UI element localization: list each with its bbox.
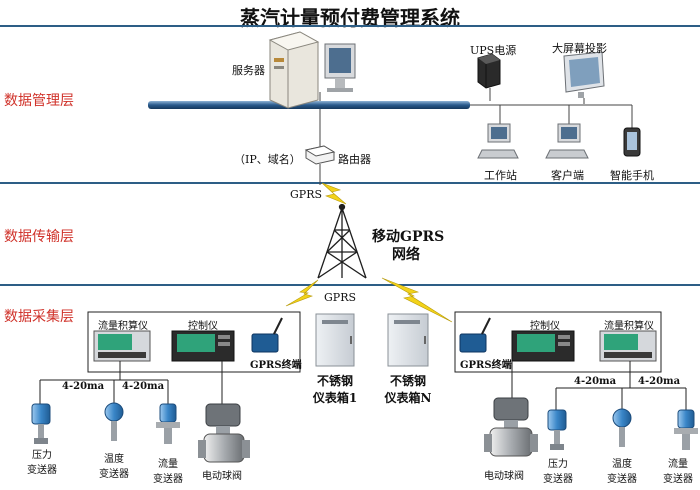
router-address-note: （IP、域名） (234, 153, 301, 166)
right-flow-label-line2: 变送器 (663, 474, 693, 485)
cabinet-n-label: 不锈钢 仪表箱N (375, 372, 441, 406)
network-label-line1: 移动GPRS (372, 229, 445, 245)
left-electric-ball-valve-icon (198, 403, 250, 463)
right-signal-b-label: 4-20ma (638, 376, 681, 387)
right-temperature-label-line1: 温度 (612, 459, 632, 470)
left-temperature-label-line2: 变送器 (99, 469, 129, 480)
right-pressure-label-line1: 压力 (548, 459, 568, 470)
left-gprs-terminal-icon (251, 317, 283, 353)
gprs-top-label: GPRS (290, 188, 323, 201)
right-pressure-transmitter-icon (547, 409, 567, 450)
right-equipment-frame (454, 311, 662, 373)
left-valve-label: 电动球阀 (202, 471, 242, 482)
left-signal-b-label: 4-20ma (122, 381, 165, 392)
workstation-label: 工作站 (484, 169, 517, 182)
lightning-left-icon (285, 279, 319, 307)
left-pressure-label-line2: 变送器 (27, 465, 57, 476)
gprs-bottom-label: GPRS (324, 291, 357, 304)
smartphone-label: 智能手机 (610, 169, 654, 182)
network-label-line2: 网络 (392, 247, 420, 263)
layer-label-data-management: 数据管理层 (4, 93, 74, 109)
right-flow-transmitter-icon (674, 409, 698, 450)
left-flow-transmitter-label: 流量 变送器 (148, 455, 188, 485)
cabinet-1-label: 不锈钢 仪表箱1 (302, 372, 368, 406)
left-pressure-transmitter-label: 压力 变送器 (22, 446, 62, 476)
lightning-top-icon (321, 182, 347, 205)
management-separator (0, 182, 700, 184)
projection-screen-icon (563, 51, 605, 98)
router-label: 路由器 (338, 153, 371, 166)
cabinet-1-label-line2: 仪表箱1 (312, 391, 358, 405)
right-gprs-terminal-icon (459, 317, 491, 353)
left-controller-icon (171, 330, 235, 362)
smartphone-icon (623, 127, 641, 157)
ups-label: UPS电源 (470, 44, 517, 57)
cabinet-n-label-line1: 不锈钢 (389, 374, 426, 388)
workstation-icon (477, 123, 519, 159)
left-controller-label: 控制仪 (188, 321, 218, 332)
cabinet-n-label-line2: 仪表箱N (384, 391, 432, 405)
cabinet-1-label-line1: 不锈钢 (316, 374, 353, 388)
left-gprs-terminal-label: GPRS终端 (250, 360, 302, 371)
lan-bus (148, 101, 470, 109)
left-equipment-frame (87, 311, 301, 373)
gprs-tower-icon (317, 203, 367, 279)
left-flow-calculator-label: 流量积算仪 (98, 321, 148, 332)
transmission-separator (0, 284, 700, 286)
left-flow-calculator-icon (93, 330, 151, 362)
right-flow-label-line1: 流量 (668, 459, 688, 470)
right-temperature-transmitter-label: 温度 变送器 (602, 455, 642, 485)
left-signal-a-label: 4-20ma (62, 381, 105, 392)
layer-label-data-collection: 数据采集层 (4, 309, 74, 325)
left-flow-label-line2: 变送器 (153, 474, 183, 485)
lightning-right-icon (381, 277, 453, 323)
ups-icon (477, 53, 501, 89)
right-flow-transmitter-label: 流量 变送器 (658, 455, 698, 485)
left-temperature-transmitter-label: 温度 变送器 (94, 450, 134, 480)
right-pressure-transmitter-label: 压力 变送器 (538, 455, 578, 485)
client-icon (545, 123, 589, 159)
right-valve-label: 电动球阀 (484, 471, 524, 482)
router-icon (304, 145, 336, 165)
right-electric-ball-valve-icon (484, 397, 538, 457)
left-flow-transmitter-icon (156, 403, 180, 444)
cabinet-n-icon (387, 313, 429, 367)
right-signal-a-label: 4-20ma (574, 376, 617, 387)
right-gprs-terminal-label: GPRS终端 (460, 360, 512, 371)
left-temperature-transmitter-icon (104, 402, 124, 441)
left-pressure-transmitter-icon (31, 403, 51, 444)
cabinet-1-icon (315, 313, 355, 367)
right-controller-label: 控制仪 (530, 321, 560, 332)
right-flow-calculator-label: 流量积算仪 (604, 321, 654, 332)
right-flow-calculator-icon (599, 330, 657, 362)
server-label: 服务器 (232, 64, 265, 77)
right-pressure-label-line2: 变送器 (543, 474, 573, 485)
right-controller-icon (511, 330, 575, 362)
left-temperature-label-line1: 温度 (104, 454, 124, 465)
right-temperature-label-line2: 变送器 (607, 474, 637, 485)
left-pressure-label-line1: 压力 (32, 450, 52, 461)
client-label: 客户端 (551, 169, 584, 182)
server-icon (268, 31, 356, 109)
title-separator (0, 25, 700, 27)
big-screen-label: 大屏幕投影 (552, 42, 607, 55)
left-flow-label-line1: 流量 (158, 459, 178, 470)
right-temperature-transmitter-icon (612, 408, 632, 447)
layer-label-data-transmission: 数据传输层 (4, 229, 74, 245)
